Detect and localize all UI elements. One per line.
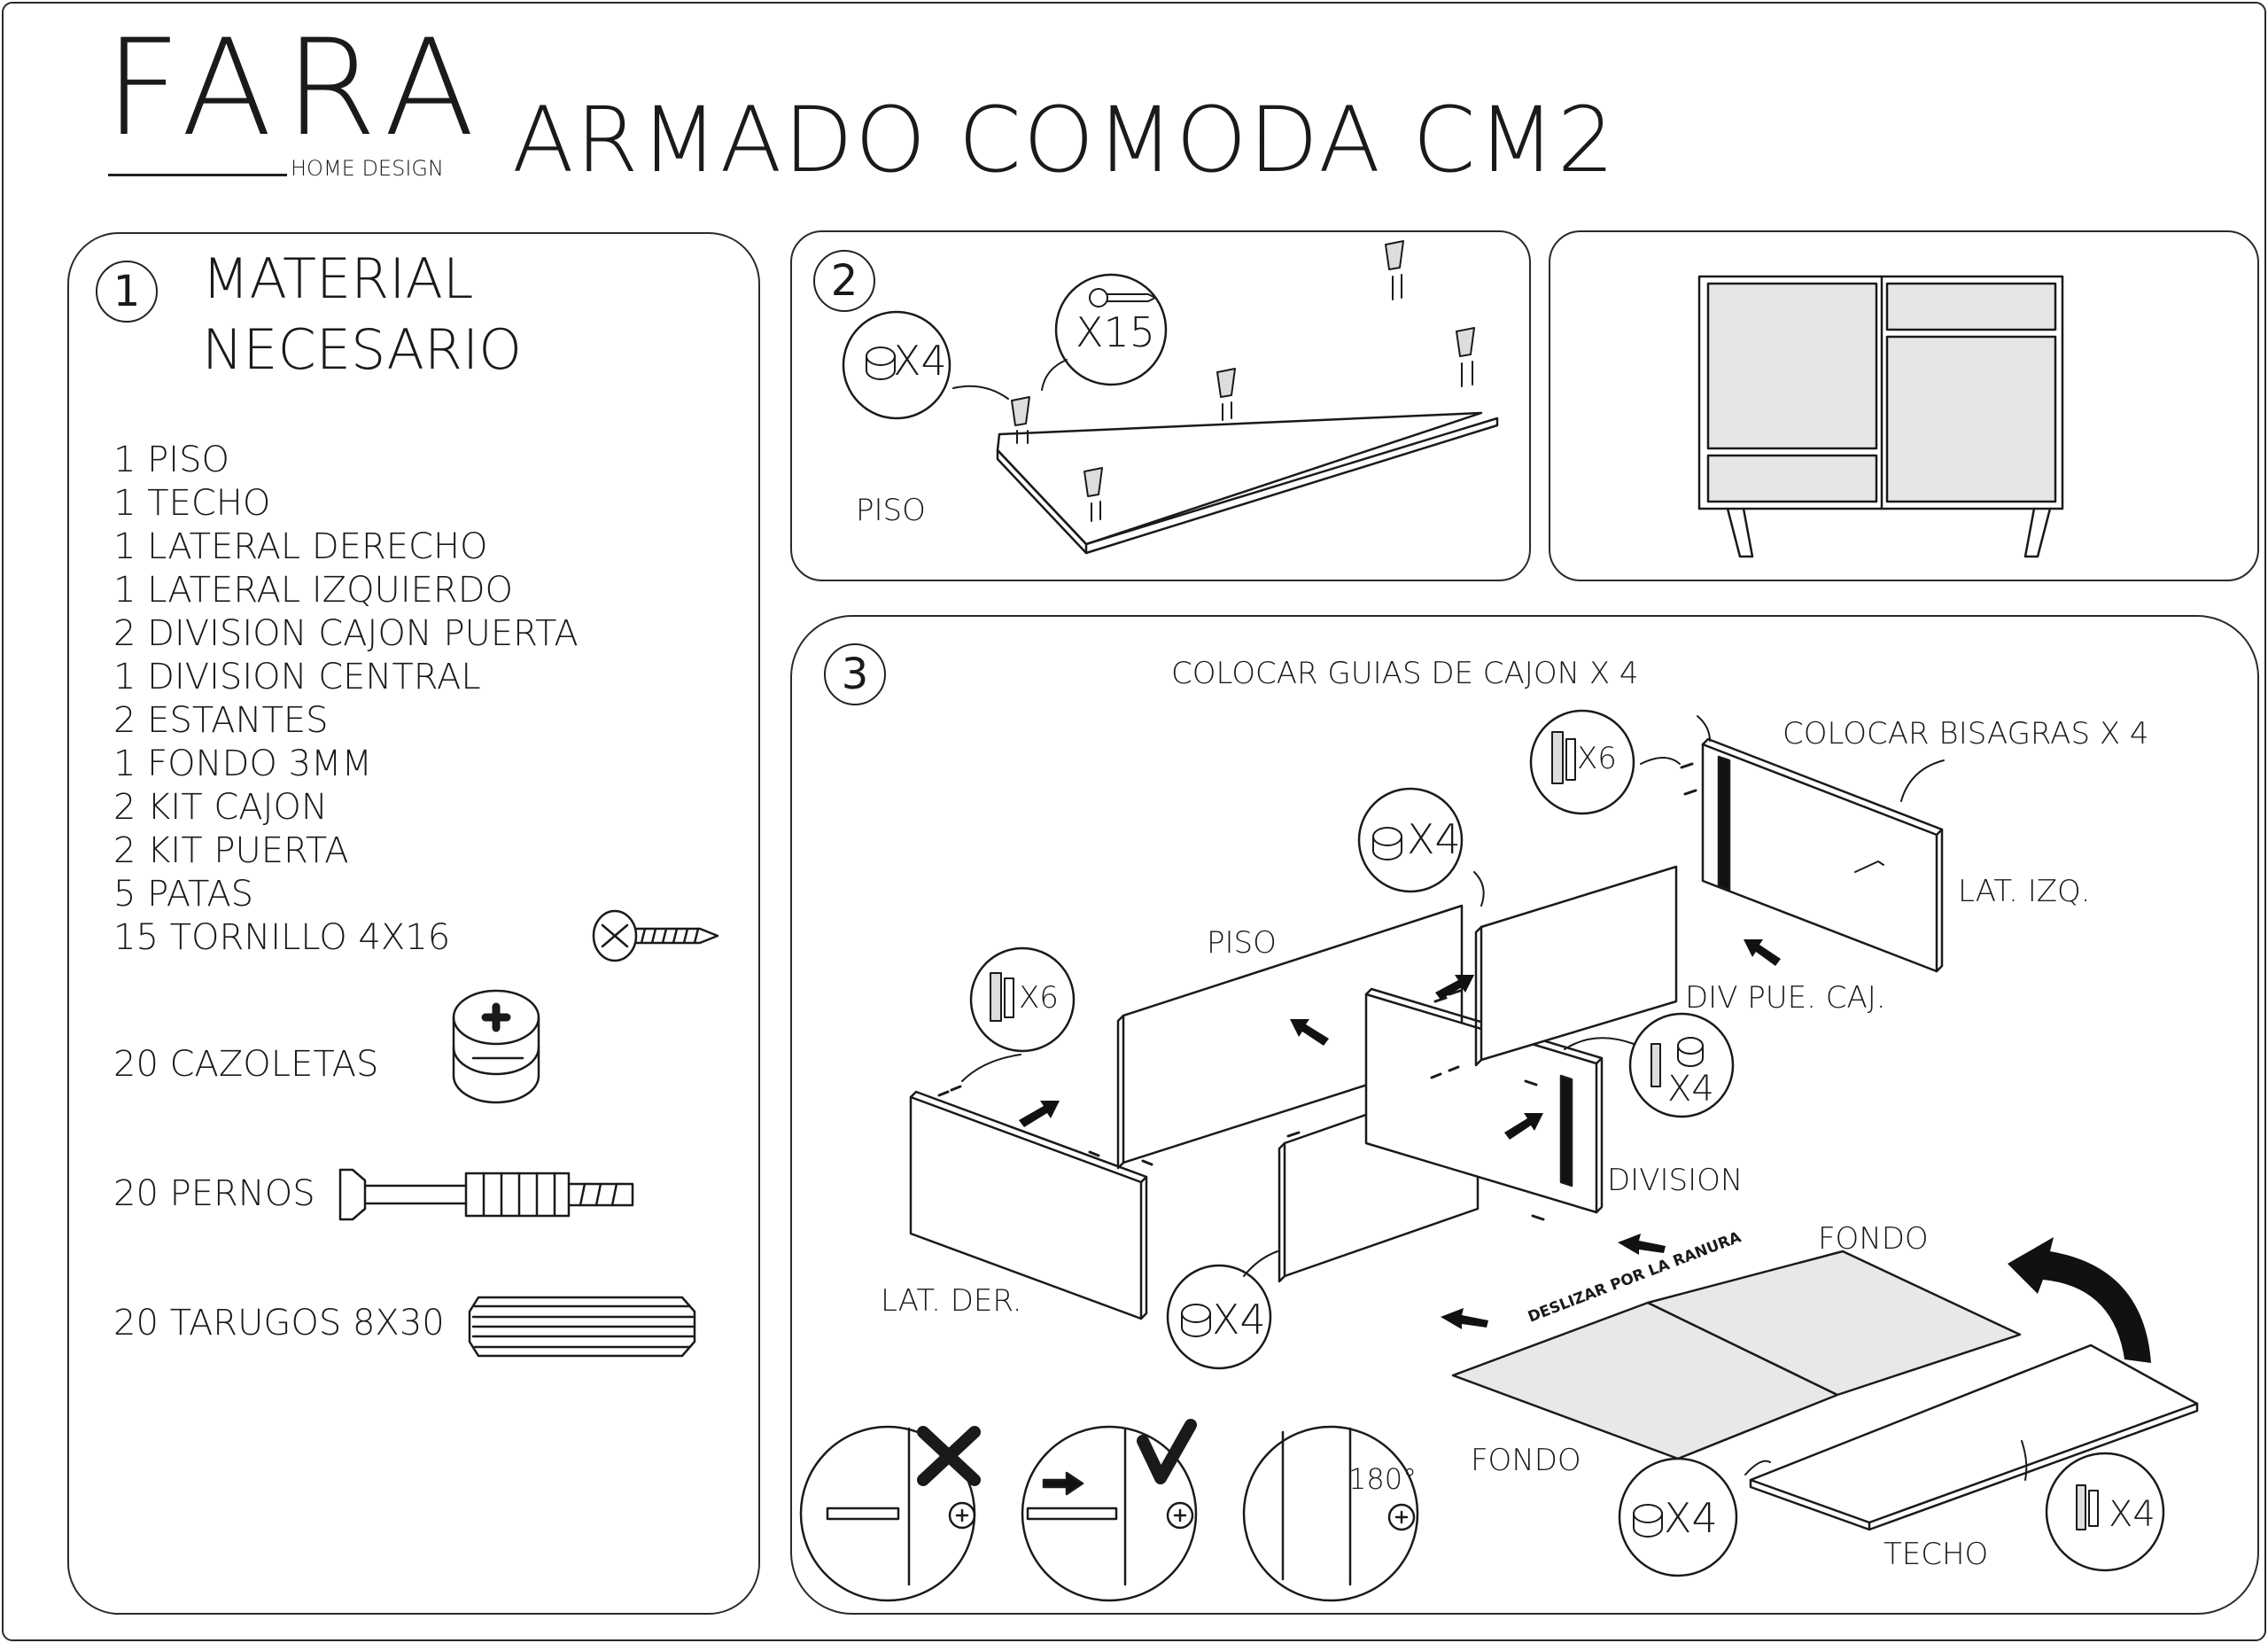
label-angle: 180° [1348, 1462, 1418, 1496]
badge-qty: X4 [1407, 815, 1461, 863]
dowel-icon [990, 731, 2099, 1530]
badge-qty: X4 [1664, 1494, 1718, 1542]
step2-panel: 2 [790, 230, 1531, 581]
callout-arrow [961, 715, 2028, 1481]
badge-qty: X4 [1667, 1069, 1714, 1110]
hardware-tarugos: 20 TARUGOS 8X30 [113, 1303, 445, 1343]
material-item: 2 KIT CAJON [113, 787, 328, 828]
label-lat-izq: LAT. IZQ. [1958, 874, 2091, 909]
page-title: ARMADO COMODA CM2 [512, 88, 1617, 193]
label-fondo-top: FONDO [1818, 1221, 1929, 1257]
label-division: DIVISION [1607, 1163, 1744, 1198]
cam-lock-icon [452, 989, 540, 1104]
brand-subtitle: HOME DESIGN [291, 156, 444, 181]
badge-qty: X4 [1212, 1296, 1266, 1343]
material-item: 2 ESTANTES [113, 700, 329, 741]
bolt-icon [338, 1168, 634, 1221]
hardware-cazoletas: 20 CAZOLETAS [113, 1044, 379, 1085]
step2-piso-label: PISO [856, 493, 926, 528]
badge-qty: X6 [1577, 741, 1617, 776]
hardware-badge [969, 709, 2165, 1577]
screw-icon [592, 909, 719, 962]
step1-number: 1 [96, 261, 158, 323]
dresser-preview [1697, 275, 2064, 558]
instruction-circle-rotate [1242, 1425, 1419, 1602]
dowel-icon [468, 1296, 696, 1358]
label-div-pue-caj: DIV PUE. CAJ. [1685, 980, 1886, 1016]
callout-arrow [952, 385, 1009, 400]
label-lat-der: LAT. DER. [881, 1283, 1022, 1319]
leg-icon [1011, 240, 1475, 522]
label-piso: PISO [1207, 925, 1277, 961]
badge-qty: X4 [2109, 1494, 2155, 1535]
material-item: 1 DIVISION CENTRAL [113, 657, 481, 697]
label-fondo-bottom: FONDO [1471, 1443, 1581, 1478]
instruction-circle-wrong [799, 1425, 981, 1602]
step2-number: 2 [813, 250, 875, 312]
step1-title-line2: NECESARIO [202, 317, 523, 382]
badge-qty: X6 [1019, 980, 1059, 1016]
label-techo: TECHO [1884, 1537, 1989, 1572]
label-bisagras: COLOCAR BISAGRAS X 4 [1783, 716, 2149, 751]
material-item: 1 LATERAL IZQUIERDO [113, 570, 513, 611]
material-item: 1 PISO [113, 440, 229, 480]
step3-number: 3 [824, 643, 886, 705]
cam-lock-icon [866, 347, 896, 380]
material-item: 2 DIVISION CAJON PUERTA [113, 613, 579, 654]
panel-lat-der [909, 1090, 1148, 1320]
hardware-pernos: 20 PERNOS [113, 1173, 315, 1214]
screw-icon [1089, 288, 1156, 308]
step2-cam-qty: X4 [893, 337, 947, 385]
material-item: 5 PATAS [113, 874, 254, 915]
cam-badge-circle [842, 310, 951, 420]
panel-division [1364, 987, 1604, 1214]
material-item: 15 TORNILLO 4X16 [113, 917, 451, 958]
step2-screw-qty: X15 [1076, 308, 1156, 356]
panel-div-pue-caj [1474, 865, 1678, 1067]
cam-lock-icon [1181, 827, 1704, 1538]
screw-badge-circle [1054, 273, 1168, 386]
material-item: 1 TECHO [113, 483, 271, 524]
callout-arrow [1041, 359, 1068, 391]
flip-arrow [2008, 1237, 2151, 1363]
material-item: 1 LATERAL DERECHO [113, 526, 488, 567]
step1-title-line1: MATERIAL [202, 246, 474, 311]
label-guias: COLOCAR GUIAS DE CAJON X 4 [1171, 656, 1639, 691]
panel-fondo [1451, 1250, 2022, 1460]
guide-dashes [937, 762, 1697, 1221]
floor-panel-drawing [996, 411, 1499, 555]
material-item: 1 FONDO 3MM [113, 744, 373, 784]
panel-lat-izq [1701, 737, 1944, 973]
brand-underline [108, 174, 287, 176]
panel-techo [1749, 1343, 2199, 1531]
brand-logo: FARA [105, 12, 487, 166]
step1-panel: 1 MATERIAL NECESARIO [67, 232, 760, 1615]
instruction-circle-right [1021, 1419, 1198, 1602]
direction-arrow [1019, 939, 1781, 1329]
material-item: 2 KIT PUERTA [113, 830, 349, 871]
